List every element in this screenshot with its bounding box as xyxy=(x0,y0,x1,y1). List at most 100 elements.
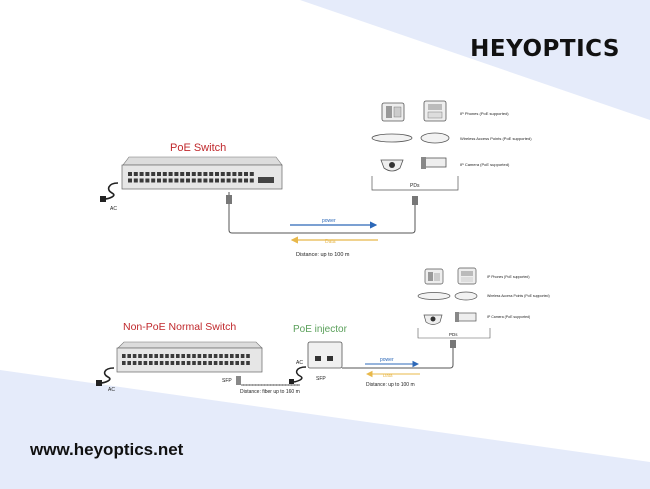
ip-phone-icon xyxy=(424,268,444,285)
switch-port xyxy=(191,178,196,183)
switch-port xyxy=(165,361,169,365)
poe-switch-title: PoE Switch xyxy=(170,142,226,154)
switch-port xyxy=(246,354,250,358)
switch-port xyxy=(151,172,156,176)
switch-port xyxy=(235,354,239,358)
top-right-band xyxy=(300,0,650,120)
ac-plug-icon xyxy=(100,182,119,202)
switch-port xyxy=(157,172,161,176)
data-label: Data xyxy=(325,239,336,245)
non-poe-switch-icon xyxy=(116,341,263,373)
power-label: power xyxy=(380,357,394,363)
switch-port xyxy=(203,361,207,365)
switch-port xyxy=(224,361,229,365)
switch-port xyxy=(139,178,144,183)
switch-port xyxy=(186,354,191,358)
switch-port xyxy=(149,354,153,358)
distance-label: Distance: up to 100 m xyxy=(366,382,415,388)
pds-label: PDs xyxy=(410,183,420,189)
switch-port xyxy=(157,178,161,183)
switch-port xyxy=(133,172,138,176)
sfp-injector-label: SFP xyxy=(316,376,326,382)
ac-plug-icon xyxy=(96,367,115,386)
switch-port xyxy=(230,361,234,365)
sfp-module-icon xyxy=(236,376,241,385)
ac-label: AC xyxy=(110,206,117,212)
switch-port xyxy=(232,178,237,183)
pds-label: PDs xyxy=(449,332,458,337)
switch-port xyxy=(162,172,167,176)
switch-port xyxy=(220,172,225,176)
ethernet-cable xyxy=(342,345,454,369)
switch-port xyxy=(180,178,185,183)
power-label: power xyxy=(322,218,336,224)
pd-camera-label: IP Camera (PoE supported) xyxy=(460,162,510,167)
switch-port xyxy=(230,354,234,358)
switch-port xyxy=(197,178,202,183)
switch-port xyxy=(208,361,212,365)
pd-ip-phones-label: IP Phones (PoE supported) xyxy=(460,111,509,116)
switch-port xyxy=(176,354,180,358)
pd-wap-label: Wireless Access Points (PoE supported) xyxy=(460,136,532,141)
pd-ip-phones-label: IP Phones (PoE supported) xyxy=(487,275,530,279)
switch-port xyxy=(122,354,126,358)
switch-port xyxy=(174,178,179,183)
switch-port xyxy=(122,361,126,365)
fiber-distance-label: Distance: fiber up to 160 m xyxy=(240,389,300,395)
switch-port xyxy=(170,361,175,365)
switch-port xyxy=(197,361,202,365)
switch-port xyxy=(154,361,158,365)
switch-port xyxy=(143,361,148,365)
switch-port xyxy=(197,354,202,358)
switch-port xyxy=(203,354,207,358)
switch-port xyxy=(232,172,237,176)
switch-port xyxy=(215,172,219,176)
ac-switch-label: AC xyxy=(108,387,115,393)
switch-port xyxy=(180,172,185,176)
switch-port xyxy=(133,178,138,183)
access-point-icon xyxy=(417,291,478,301)
rj45-connector-icon xyxy=(226,195,232,204)
switch-port xyxy=(209,172,214,176)
switch-port xyxy=(132,354,137,358)
switch-port xyxy=(215,178,219,183)
switch-port xyxy=(138,361,142,365)
switch-port xyxy=(203,178,208,183)
switch-port xyxy=(168,172,173,176)
rj45-connector-icon xyxy=(412,196,418,205)
bottom-left-band xyxy=(0,370,650,489)
switch-port xyxy=(220,178,225,183)
switch-port xyxy=(186,172,190,176)
switch-port xyxy=(240,354,245,358)
switch-port xyxy=(249,178,254,183)
switch-port xyxy=(174,172,179,176)
switch-port xyxy=(132,361,137,365)
switch-port xyxy=(170,354,175,358)
switch-port xyxy=(145,172,150,176)
switch-port xyxy=(203,172,208,176)
switch-port xyxy=(127,361,131,365)
ip-camera-icon xyxy=(380,157,447,172)
switch-port xyxy=(168,178,173,183)
switch-port xyxy=(181,361,185,365)
switch-port xyxy=(208,354,212,358)
ip-phone-icon xyxy=(381,102,405,122)
switch-port xyxy=(192,354,196,358)
switch-port xyxy=(128,172,132,176)
rj45-connector-icon xyxy=(450,340,456,348)
switch-port xyxy=(238,172,243,176)
switch-port xyxy=(159,354,164,358)
switch-port xyxy=(186,178,190,183)
switch-port xyxy=(219,354,223,358)
poe-injector-icon xyxy=(307,341,343,369)
ac-plug-icon xyxy=(289,366,307,384)
ip-phone-icon xyxy=(423,100,447,122)
pds-bracket xyxy=(417,328,491,339)
ac-injector-label: AC xyxy=(296,360,303,366)
poe-injector-title: PoE injector xyxy=(293,324,348,335)
switch-port xyxy=(128,178,132,183)
switch-port xyxy=(191,172,196,176)
